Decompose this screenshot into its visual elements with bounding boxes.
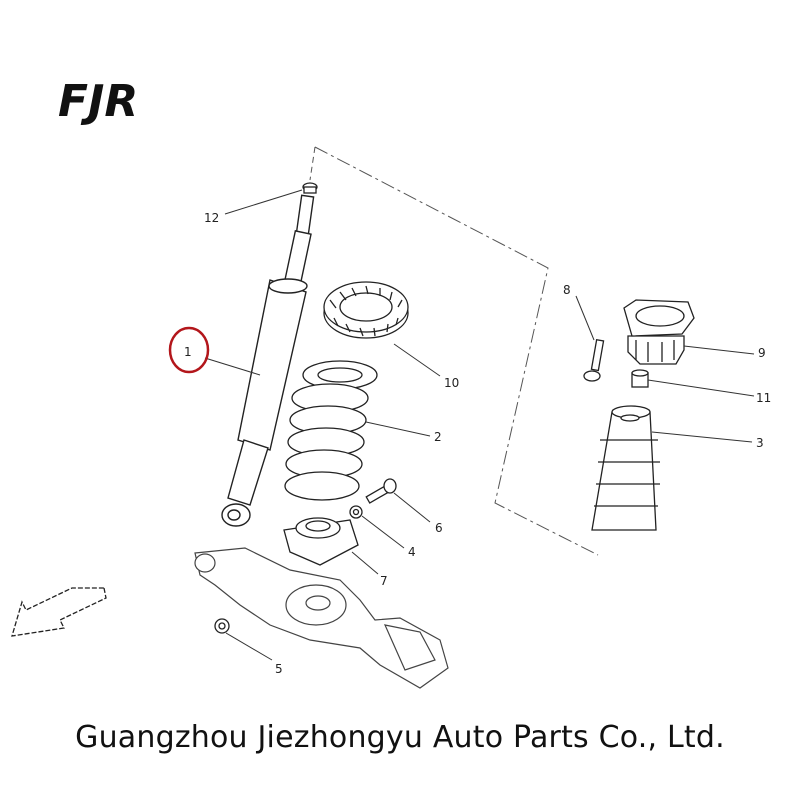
part-11-insert bbox=[631, 369, 649, 388]
callout-3: 3 bbox=[756, 436, 764, 450]
part-1-shock-absorber bbox=[221, 194, 315, 527]
part-7-lower-seat bbox=[283, 517, 359, 566]
direction-arrow-icon bbox=[11, 587, 107, 637]
callout-6: 6 bbox=[435, 521, 443, 535]
part-6-bolt bbox=[365, 478, 397, 504]
callout-8: 8 bbox=[563, 283, 571, 297]
logo-text: FJR bbox=[58, 76, 138, 127]
part-9-top-mount bbox=[623, 299, 695, 365]
brand-logo: FJR bbox=[58, 76, 138, 127]
callout-12: 12 bbox=[204, 211, 219, 225]
part-12-nut bbox=[302, 182, 318, 194]
assembly-boundary-left bbox=[309, 146, 316, 181]
part-1-highlight-ring bbox=[168, 326, 210, 374]
leader-lines bbox=[204, 189, 755, 661]
callout-9: 9 bbox=[758, 346, 766, 360]
callout-2: 2 bbox=[434, 430, 442, 444]
part-2-coil-spring bbox=[284, 360, 378, 501]
company-name: Guangzhou Jiezhongyu Auto Parts Co., Ltd… bbox=[75, 720, 725, 755]
part-10-spring-seat bbox=[323, 281, 409, 339]
part-5-nut bbox=[214, 618, 230, 634]
callout-labels: 1 2 3 4 5 6 7 8 9 10 11 12 bbox=[184, 211, 771, 676]
callout-10: 10 bbox=[444, 376, 459, 390]
lower-control-arm bbox=[194, 547, 449, 689]
callout-7: 7 bbox=[380, 574, 388, 588]
part-4-nut bbox=[349, 505, 363, 519]
part-3-dust-boot bbox=[591, 405, 660, 531]
callout-5: 5 bbox=[275, 662, 283, 676]
part-8-screw bbox=[583, 338, 605, 382]
callout-4: 4 bbox=[408, 545, 416, 559]
callout-11: 11 bbox=[756, 391, 771, 405]
assembly-boundary bbox=[314, 146, 599, 556]
callout-1: 1 bbox=[184, 345, 192, 359]
